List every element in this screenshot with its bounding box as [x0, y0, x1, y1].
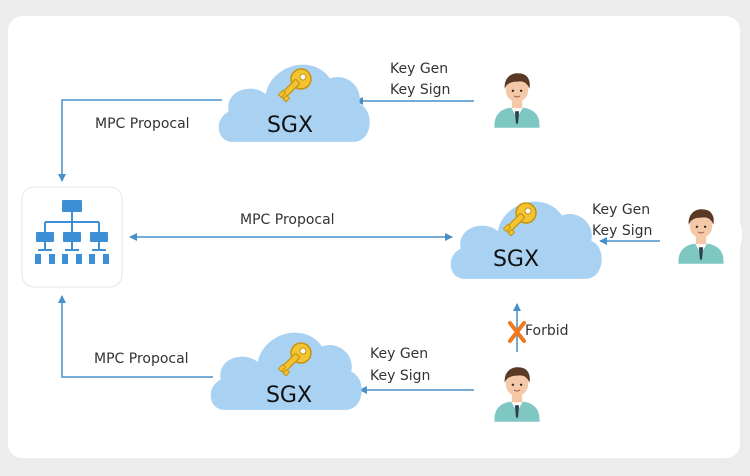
hierarchy-hub	[21, 186, 123, 288]
mpc-label-middle: MPC Propocal	[240, 212, 335, 228]
top-mpc-connector	[58, 99, 222, 182]
sgx-label-middle: SGX	[493, 247, 539, 272]
mpc-label-top: MPC Propocal	[95, 116, 190, 132]
sgx-cloud-top: SGX	[218, 64, 370, 142]
key-sign-top: Key Sign	[390, 82, 450, 98]
forbid-label: Forbid	[525, 323, 569, 339]
key-gen-bottom: Key Gen	[370, 346, 428, 362]
sgx-label-top: SGX	[267, 113, 313, 138]
key-gen-middle: Key Gen	[592, 202, 650, 218]
sgx-cloud-bottom: SGX	[210, 332, 362, 410]
cross-icon	[508, 321, 526, 343]
bottom-mpc-connector	[58, 295, 213, 378]
user-avatar-top	[476, 58, 558, 140]
key-sign-bottom: Key Sign	[370, 368, 430, 384]
key-sign-middle: Key Sign	[592, 223, 652, 239]
sgx-label-bottom: SGX	[266, 383, 312, 408]
sgx-cloud-middle: SGX	[450, 201, 602, 279]
key-gen-top: Key Gen	[390, 61, 448, 77]
user-avatar-bottom	[476, 352, 558, 434]
mpc-label-bottom: MPC Propocal	[94, 351, 189, 367]
hierarchy-icon	[35, 200, 109, 264]
user-avatar-middle	[660, 194, 742, 276]
